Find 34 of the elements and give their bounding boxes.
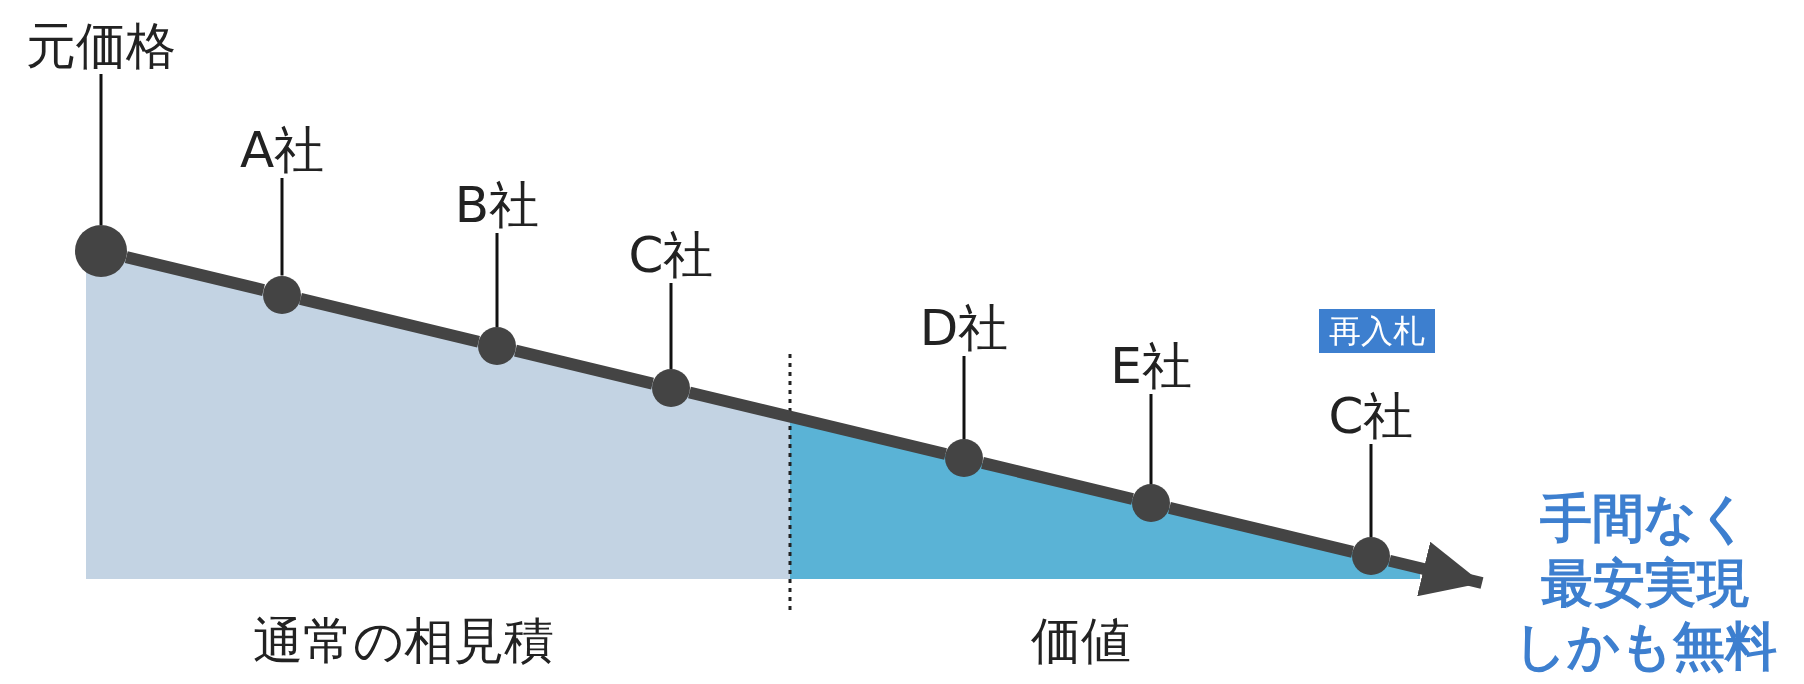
data-point: [1132, 484, 1170, 523]
price-line: [981, 457, 1134, 505]
data-point: [1352, 537, 1390, 576]
leader-line: [99, 74, 103, 225]
price-line: [514, 344, 654, 390]
price-line: [688, 386, 947, 460]
price-label: 元価格: [26, 18, 176, 74]
data-point: [945, 439, 983, 478]
price-line: [124, 251, 265, 296]
data-point: [75, 225, 127, 277]
section-label: 価値: [1031, 613, 1131, 669]
section-label: 通常の相見積: [252, 613, 554, 669]
company-label: D社: [919, 300, 1009, 356]
price-line: [1168, 502, 1354, 558]
price-arrow: [1388, 541, 1484, 597]
company-label: B社: [454, 177, 540, 233]
leader-line: [1369, 444, 1373, 538]
company-label: E社: [1110, 338, 1192, 394]
leader-line: [495, 233, 499, 328]
tagline: しかも無料: [1513, 616, 1777, 676]
company-label: C社: [628, 227, 714, 283]
data-point: [263, 275, 301, 314]
leader-line: [1149, 394, 1153, 485]
leader-line: [669, 283, 673, 370]
company-label: A社: [239, 122, 325, 178]
leader-line: [280, 178, 284, 276]
data-point: [478, 327, 516, 366]
price-line: [299, 293, 480, 348]
company-label: C社: [1328, 388, 1414, 444]
rebid-badge: 再入札: [1319, 309, 1435, 353]
tagline: 最安実現: [1541, 553, 1749, 613]
leader-line: [962, 356, 966, 440]
tagline: 手間なく: [1540, 488, 1750, 548]
data-point: [652, 369, 690, 407]
